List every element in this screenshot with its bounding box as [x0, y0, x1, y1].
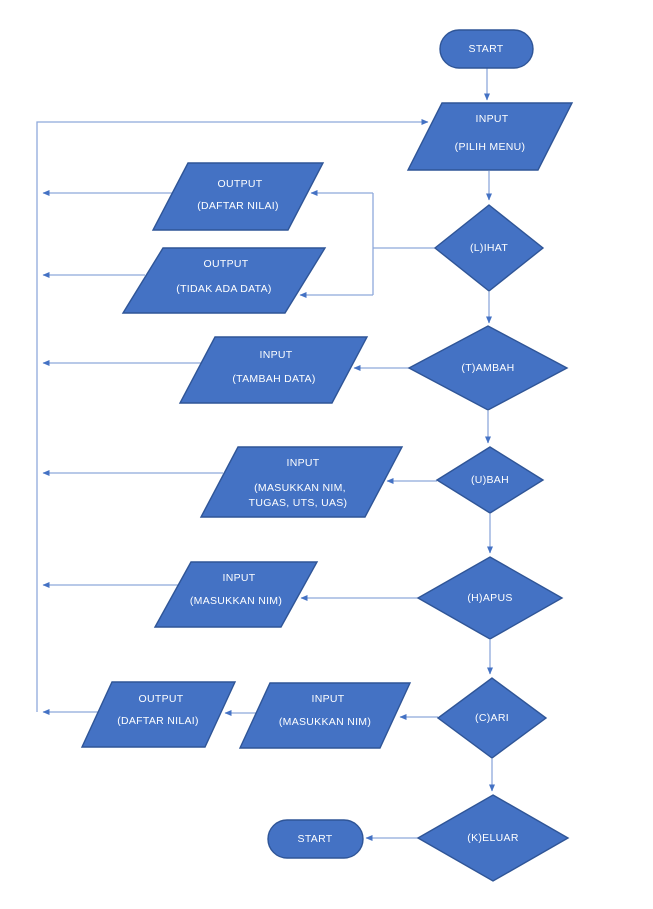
label-out-daftar1-2: (DAFTAR NILAI)	[197, 199, 279, 212]
label-in-ubah-1: INPUT	[286, 456, 320, 469]
label-in-hapus-2: (MASUKKAN NIM)	[189, 594, 283, 607]
terminator-start-top	[439, 29, 534, 69]
io-output-daftar-nilai-1	[151, 162, 325, 231]
label-out-daftar1-1: OUTPUT	[217, 177, 263, 190]
decision-keluar	[416, 794, 570, 882]
label-hapus: (H)APUS	[467, 591, 513, 604]
io-input-tambah-data	[178, 336, 369, 404]
io-output-daftar-nilai-2	[80, 681, 237, 748]
label-input-menu-2: (PILIH MENU)	[454, 140, 526, 153]
label-tambah: (T)AMBAH	[461, 361, 515, 374]
io-input-masukkan-nim-tugas	[199, 446, 404, 518]
label-in-cari-2: (MASUKKAN NIM)	[278, 715, 372, 728]
label-in-tambah-1: INPUT	[259, 348, 293, 361]
io-output-tidak-ada-data	[121, 247, 327, 314]
decision-tambah	[407, 325, 569, 411]
decision-cari	[436, 677, 548, 759]
connector-loopback	[36, 119, 429, 712]
decision-hapus	[416, 556, 564, 640]
io-input-pilih-menu	[406, 102, 574, 171]
terminator-start-bottom	[267, 819, 364, 859]
label-in-ubah-3: TUGAS, UTS, UAS)	[248, 496, 348, 509]
label-out-daftar2-2: (DAFTAR NILAI)	[117, 714, 199, 727]
label-in-ubah-2: (MASUKKAN NIM,	[254, 481, 346, 494]
flowchart-shapes	[80, 29, 574, 882]
io-input-masukkan-nim-hapus	[153, 561, 319, 628]
io-input-masukkan-nim-cari	[238, 682, 412, 749]
label-input-menu-1: INPUT	[475, 112, 509, 125]
label-in-cari-1: INPUT	[311, 692, 345, 705]
label-keluar: (K)ELUAR	[467, 831, 519, 844]
label-cari: (C)ARI	[475, 711, 509, 724]
label-out-daftar2-1: OUTPUT	[138, 692, 184, 705]
label-in-tambah-2: (TAMBAH DATA)	[232, 372, 316, 385]
label-start-top: START	[468, 42, 504, 55]
connector-lines	[36, 68, 495, 841]
label-in-hapus-1: INPUT	[222, 571, 256, 584]
decision-ubah	[435, 446, 545, 514]
label-start-bottom: START	[297, 832, 333, 845]
label-ubah: (U)BAH	[471, 473, 509, 486]
label-out-tidak-1: OUTPUT	[203, 257, 249, 270]
decision-lihat	[433, 204, 545, 292]
label-out-tidak-2: (TIDAK ADA DATA)	[176, 282, 272, 295]
label-lihat: (L)IHAT	[469, 241, 509, 254]
